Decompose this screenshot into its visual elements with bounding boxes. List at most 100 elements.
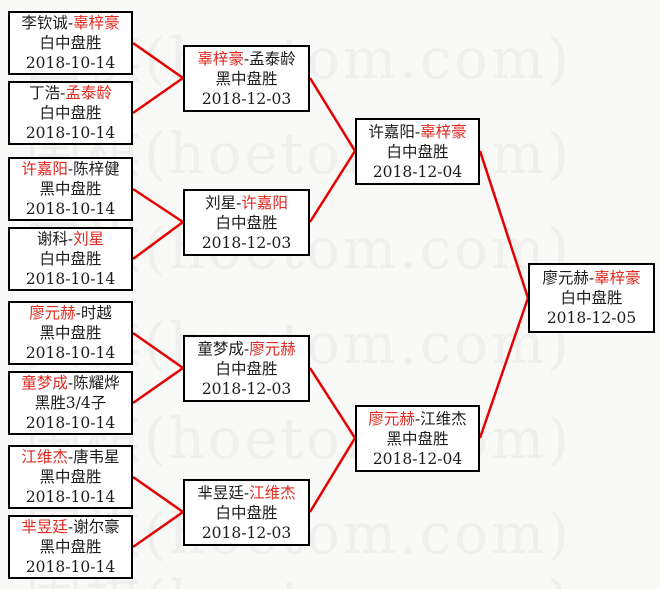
match-result: 黑中盘胜 — [39, 180, 102, 198]
match-result: 白中盘胜 — [39, 104, 102, 122]
match-date: 2018-12-03 — [201, 233, 292, 252]
match-players: 童梦成-廖元赫 — [185, 339, 308, 359]
match-date: 2018-12-04 — [372, 162, 463, 181]
match-result: 白中盘胜 — [215, 359, 278, 378]
vs-dash: - — [414, 122, 421, 141]
match-date: 2018-12-03 — [201, 379, 292, 398]
match-r2-3: 童梦成-廖元赫 白中盘胜 2018-12-03 — [183, 335, 310, 402]
player-name: 刘星 — [205, 193, 237, 212]
match-date: 2018-12-04 — [372, 449, 463, 468]
bracket-connector — [132, 220, 184, 261]
player-name: 辜梓豪 — [197, 49, 244, 68]
bracket-connector — [132, 187, 184, 224]
match-sf-2: 廖元赫-江维杰 黑中盘胜 2018-12-04 — [355, 405, 480, 472]
player-name: 芈昱廷 — [197, 483, 244, 502]
vs-dash: - — [243, 49, 250, 68]
player-name: 江维杰 — [21, 448, 68, 466]
match-r1-2: 丁浩-孟泰龄 白中盘胜 2018-10-14 — [8, 81, 133, 145]
vs-dash: - — [60, 84, 66, 102]
match-final: 廖元赫-辜梓豪 白中盘胜 2018-12-05 — [528, 263, 655, 333]
bracket-connector — [132, 366, 184, 405]
match-date: 2018-10-14 — [25, 558, 116, 576]
match-r2-1: 辜梓豪-孟泰龄 黑中盘胜 2018-12-03 — [183, 45, 310, 112]
player-name: 谢尔豪 — [73, 518, 120, 536]
match-result: 白中盘胜 — [386, 142, 449, 161]
bracket-connector — [308, 437, 357, 513]
player-name: 刘星 — [73, 230, 105, 248]
vs-dash: - — [236, 193, 242, 212]
bracket-connector — [308, 150, 357, 223]
match-result: 白中盘胜 — [215, 213, 278, 232]
match-players: 许嘉阳-辜梓豪 — [357, 122, 478, 142]
match-result: 白中盘胜 — [39, 250, 102, 268]
player-name: 许嘉阳 — [241, 193, 288, 212]
player-name: 廖元赫 — [542, 269, 589, 287]
player-name: 陈耀烨 — [73, 374, 120, 392]
match-sf-1: 许嘉阳-辜梓豪 白中盘胜 2018-12-04 — [355, 118, 480, 185]
vs-dash: - — [414, 409, 421, 428]
match-result: 黑中盘胜 — [39, 468, 102, 486]
player-name: 许嘉阳 — [368, 122, 415, 141]
player-name: 孟泰龄 — [65, 84, 112, 102]
bracket-connector — [132, 76, 184, 115]
player-name: 辜梓豪 — [594, 269, 641, 287]
match-players: 芈昱廷-谢尔豪 — [10, 517, 131, 537]
vs-dash: - — [67, 230, 74, 248]
match-result: 白中盘胜 — [560, 289, 623, 307]
bracket-connector — [132, 510, 184, 549]
match-result: 黑中盘胜 — [215, 69, 278, 88]
match-players: 廖元赫-时越 — [10, 303, 131, 323]
bracket-connector — [132, 331, 184, 370]
match-date: 2018-10-14 — [25, 200, 116, 218]
player-name: 李钦诚 — [21, 14, 68, 32]
vs-dash: - — [67, 160, 74, 178]
match-players: 丁浩-孟泰龄 — [10, 83, 131, 103]
match-result: 黑中盘胜 — [386, 429, 449, 448]
match-r1-5: 廖元赫-时越 黑中盘胜 2018-10-14 — [8, 301, 133, 365]
watermark-text: 围棋(hoetom.com) — [26, 572, 572, 589]
player-name: 芈昱廷 — [21, 518, 68, 536]
player-name: 时越 — [80, 304, 112, 322]
match-result: 黑中盘胜 — [39, 538, 102, 556]
match-r2-4: 芈昱廷-江维杰 白中盘胜 2018-12-03 — [183, 479, 310, 546]
vs-dash: - — [588, 269, 595, 287]
match-players: 廖元赫-江维杰 — [357, 409, 478, 429]
match-result: 黑胜3/4子 — [34, 394, 107, 412]
player-name: 童梦成 — [197, 339, 244, 358]
player-name: 孟泰龄 — [249, 49, 296, 68]
match-date: 2018-10-14 — [25, 124, 116, 142]
match-players: 李钦诚-辜梓豪 — [10, 13, 131, 33]
match-players: 许嘉阳-陈梓健 — [10, 159, 131, 179]
vs-dash: - — [67, 14, 74, 32]
player-name: 陈梓健 — [73, 160, 120, 178]
player-name: 江维杰 — [420, 409, 467, 428]
match-r1-8: 芈昱廷-谢尔豪 黑中盘胜 2018-10-14 — [8, 515, 133, 579]
match-r2-2: 刘星-许嘉阳 白中盘胜 2018-12-03 — [183, 189, 310, 256]
match-players: 童梦成-陈耀烨 — [10, 373, 131, 393]
player-name: 辜梓豪 — [73, 14, 120, 32]
vs-dash: - — [75, 304, 81, 322]
match-r1-4: 谢科-刘星 白中盘胜 2018-10-14 — [8, 227, 133, 291]
vs-dash: - — [67, 374, 74, 392]
player-name: 唐韦星 — [73, 448, 120, 466]
match-players: 江维杰-唐韦星 — [10, 447, 131, 467]
match-date: 2018-10-14 — [25, 344, 116, 362]
bracket-connector — [478, 150, 530, 299]
vs-dash: - — [243, 339, 250, 358]
match-result: 白中盘胜 — [215, 503, 278, 522]
match-date: 2018-12-05 — [546, 309, 637, 327]
player-name: 廖元赫 — [29, 304, 76, 322]
player-name: 许嘉阳 — [21, 160, 68, 178]
match-date: 2018-10-14 — [25, 414, 116, 432]
bracket-connector — [132, 41, 184, 80]
match-players: 芈昱廷-江维杰 — [185, 483, 308, 503]
bracket-connector — [478, 297, 530, 439]
player-name: 廖元赫 — [249, 339, 296, 358]
match-players: 辜梓豪-孟泰龄 — [185, 49, 308, 69]
bracket-connector — [132, 475, 184, 514]
match-players: 廖元赫-辜梓豪 — [530, 268, 653, 288]
match-players: 谢科-刘星 — [10, 229, 131, 249]
match-date: 2018-10-14 — [25, 488, 116, 506]
player-name: 童梦成 — [21, 374, 68, 392]
